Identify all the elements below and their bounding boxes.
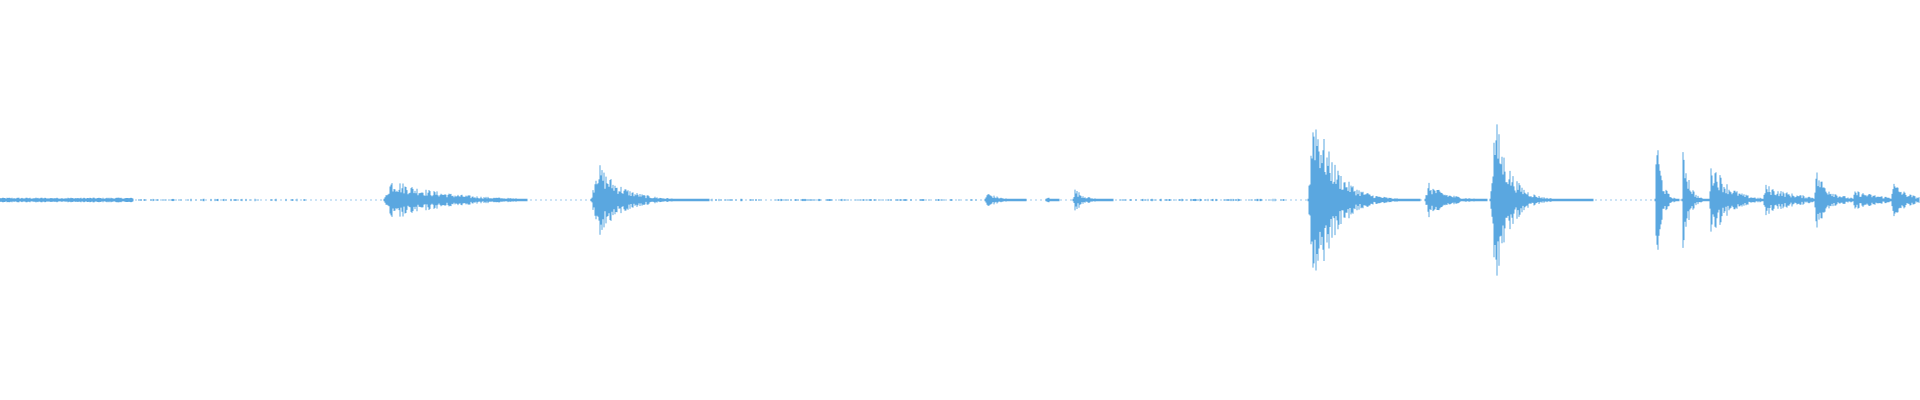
waveform-amplitude <box>383 183 528 217</box>
waveform-amplitude <box>1119 198 1285 202</box>
waveform-segment <box>1072 189 1114 211</box>
waveform-amplitude <box>138 198 306 202</box>
waveform-amplitude <box>844 199 977 201</box>
waveform-segment <box>1813 172 1853 228</box>
waveform-amplitude <box>1072 189 1114 211</box>
waveform-segment <box>1654 150 1680 250</box>
waveform-segment <box>1890 183 1920 217</box>
waveform-amplitude <box>1708 168 1763 232</box>
waveform-segment <box>1762 184 1814 216</box>
waveform-segment <box>1489 124 1594 276</box>
waveform-segment <box>0 197 134 203</box>
waveform-amplitude <box>590 165 710 235</box>
waveform-segment <box>1708 168 1763 232</box>
waveform-segment <box>138 198 306 202</box>
waveform-amplitude <box>711 198 845 202</box>
waveform-amplitude <box>1307 129 1421 271</box>
waveform-segment <box>1119 198 1285 202</box>
waveform-amplitude <box>1045 197 1060 203</box>
waveform-segment <box>844 199 977 201</box>
waveform-amplitude <box>1762 184 1814 216</box>
waveform-amplitude <box>0 197 134 203</box>
waveform-amplitude <box>1424 182 1488 218</box>
waveform-segment <box>984 194 1027 206</box>
waveform-amplitude <box>1654 150 1680 250</box>
waveform-samples <box>0 124 1920 276</box>
waveform-segment <box>1424 182 1488 218</box>
waveform-amplitude <box>1489 124 1594 276</box>
waveform-segment <box>383 183 528 217</box>
waveform-amplitude <box>1681 152 1709 248</box>
waveform-segment <box>1681 152 1709 248</box>
waveform-amplitude <box>1813 172 1853 228</box>
waveform-amplitude <box>1890 183 1920 217</box>
waveform-segment <box>590 165 710 235</box>
waveform-amplitude <box>1852 191 1891 209</box>
waveform-segment <box>1852 191 1891 209</box>
waveform-amplitude <box>984 194 1027 206</box>
waveform-segment <box>711 198 845 202</box>
waveform-segment <box>1307 129 1421 271</box>
waveform-segment <box>1045 197 1060 203</box>
